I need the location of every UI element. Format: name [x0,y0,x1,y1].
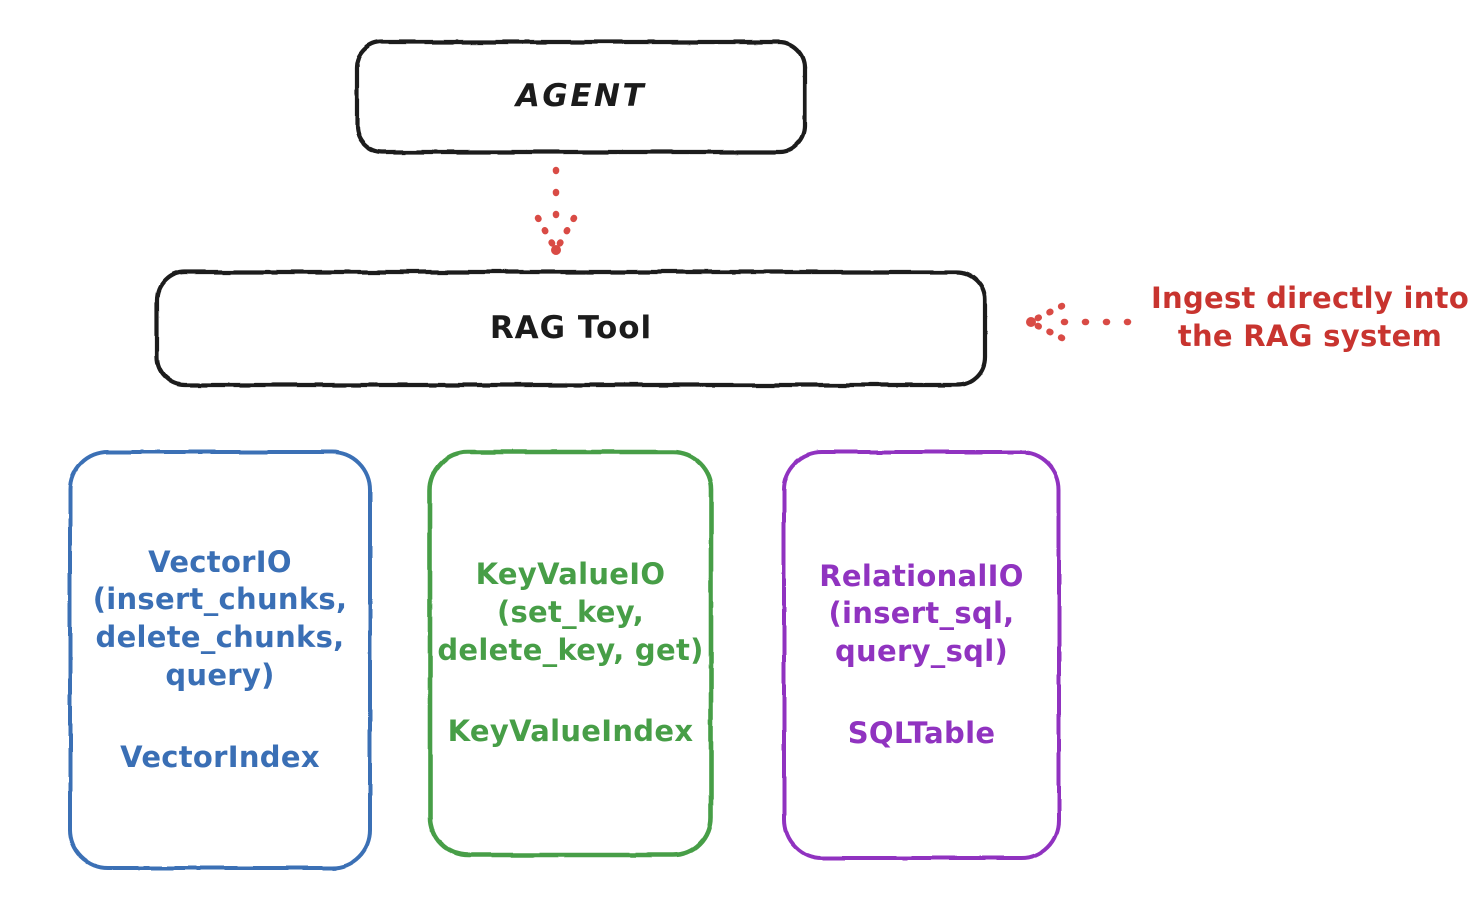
rag-tool-label: RAG Tool [489,309,653,346]
vector-io-node[interactable]: VectorIO (insert_chunks, delete_chunks, … [68,450,372,870]
vector-index-label: VectorIndex [120,739,320,774]
vector-io-box-outline[interactable] [68,450,372,870]
key-value-io-api-label: KeyValueIO (set_key, delete_key, get) [437,557,704,667]
agent-node[interactable]: AGENT [355,40,807,154]
ingest-annotation-text: Ingest directly into the RAG system [1150,281,1470,353]
sql-table-label: SQLTable [847,715,996,750]
key-value-io-node[interactable]: KeyValueIO (set_key, delete_key, get) Ke… [428,450,713,857]
agent-to-rag-arrow [534,166,578,255]
agent-label: AGENT [515,78,647,115]
relational-io-api-label: RelationalIO (insert_sql, query_sql) [819,558,1024,668]
rag-tool-box-outline[interactable] [154,269,988,388]
ingest-to-rag-arrow [1026,302,1132,342]
relational-io-node[interactable]: RelationalIO (insert_sql, query_sql) SQL… [782,450,1061,860]
vector-io-api-label: VectorIO (insert_chunks, delete_chunks, … [92,544,348,692]
relational-io-box-outline[interactable] [782,450,1061,860]
agent-box-outline[interactable] [354,39,808,155]
rag-tool-node[interactable]: RAG Tool [155,270,987,387]
key-value-io-box-outline[interactable] [427,449,714,858]
ingest-annotation: Ingest directly into the RAG system [1145,280,1475,355]
key-value-index-label: KeyValueIndex [447,714,694,749]
